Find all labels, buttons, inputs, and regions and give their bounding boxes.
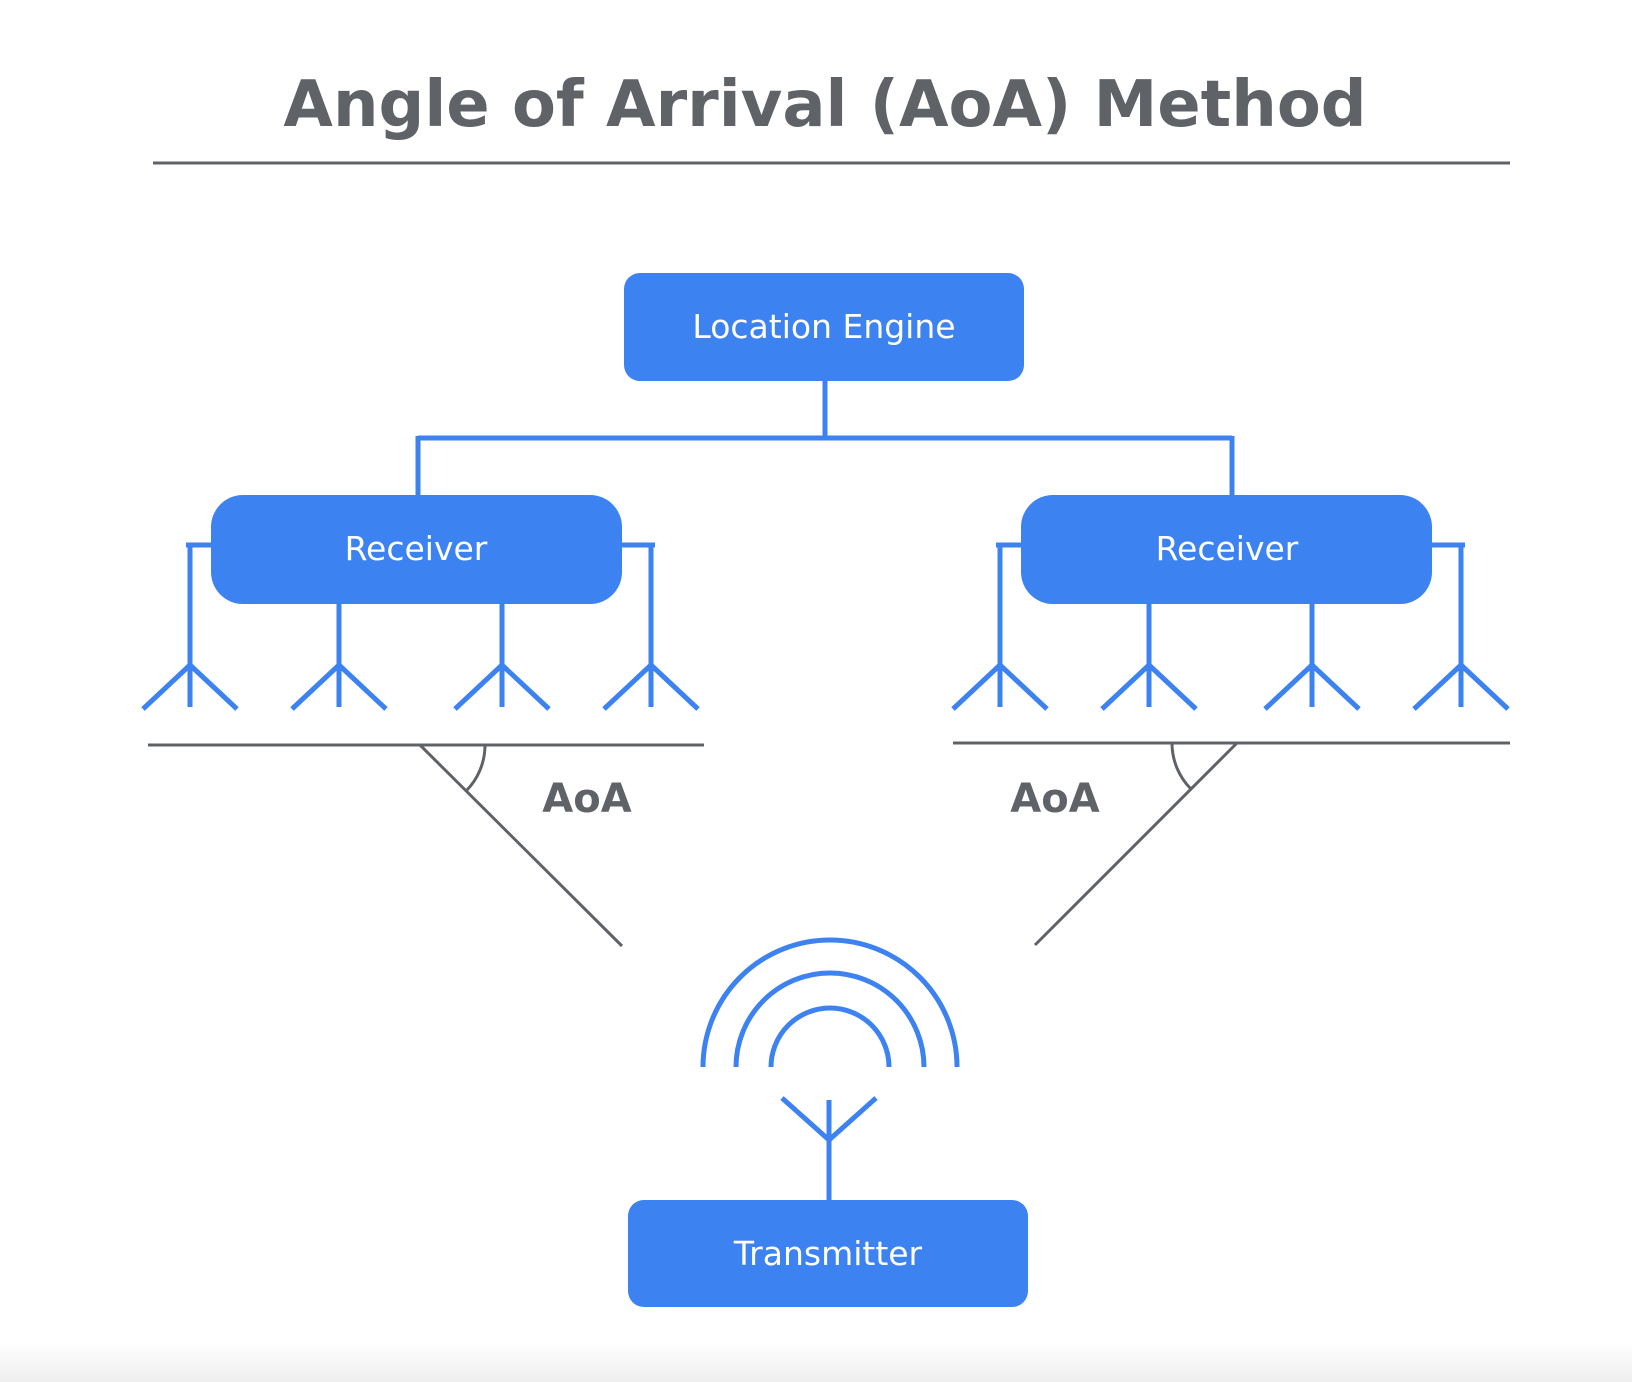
receiver-left-node: Receiver (211, 495, 622, 604)
antenna-icon (1100, 663, 1198, 711)
left-angle-construction (148, 743, 704, 948)
right-angle-construction (953, 741, 1510, 947)
antenna-icon (1263, 663, 1361, 711)
transmitter-node: Transmitter (628, 1200, 1028, 1307)
receiver-right-label: Receiver (1156, 529, 1299, 568)
aoa-label-right: AoA (1010, 776, 1099, 822)
antenna-icon (141, 663, 239, 711)
left-signal-path (418, 743, 624, 948)
engine-connectors (415, 380, 1235, 496)
antenna-icon (951, 663, 1049, 711)
transmitter-label: Transmitter (733, 1234, 923, 1273)
right-angle-arc (1170, 742, 1193, 791)
receiver-left-label: Receiver (345, 529, 488, 568)
right-antenna-array (951, 542, 1510, 711)
antenna-icon (1412, 663, 1510, 711)
aoa-label-left: AoA (542, 776, 631, 822)
left-angle-arc (464, 744, 487, 793)
antenna-icon (290, 663, 388, 711)
transmitter-antenna-icon (780, 1096, 878, 1202)
receiver-right-node: Receiver (1021, 495, 1432, 604)
location-engine-node: Location Engine (624, 273, 1024, 381)
diagram-title: Angle of Arrival (AoA) Method (283, 68, 1366, 142)
right-signal-path (1033, 741, 1239, 947)
bottom-shade (0, 1342, 1632, 1382)
location-engine-label: Location Engine (692, 307, 955, 346)
left-antenna-array (141, 542, 700, 711)
antenna-icon (453, 663, 551, 711)
antenna-icon (602, 663, 700, 711)
signal-waves-icon (700, 937, 960, 1068)
